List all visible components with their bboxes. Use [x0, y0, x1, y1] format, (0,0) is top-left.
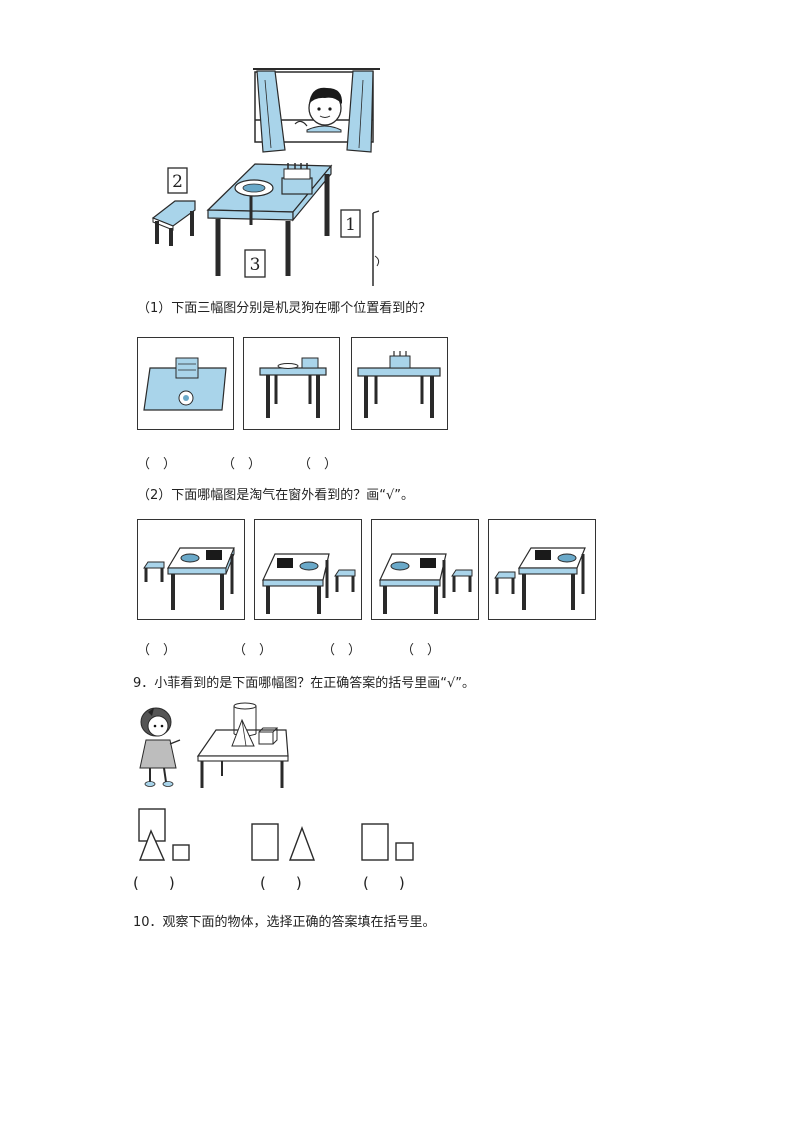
q9-option-c-image [360, 822, 418, 864]
q2-answer-c[interactable]: （ ） [322, 643, 362, 658]
q2-option-b-image [254, 519, 362, 620]
position-label-1: 1 [345, 215, 356, 235]
pyramid-icon [231, 718, 255, 747]
q9-scene-illustration [132, 700, 292, 792]
position-label-3: 3 [250, 255, 261, 275]
scene-illustration: 2 [135, 60, 395, 292]
stool-icon [151, 200, 196, 246]
q2-answer-b[interactable]: （ ） [233, 643, 273, 658]
q1-answer-b[interactable]: （ ） [222, 457, 262, 472]
question-9-text: 9．小菲看到的是下面哪幅图？在正确答案的括号里画“√”。 [133, 676, 476, 691]
question-1-text: （1）下面三幅图分别是机灵狗在哪个位置看到的？ [137, 301, 432, 316]
q9-option-a-image [137, 807, 193, 863]
q2-option-c-image [371, 519, 479, 620]
q1-answer-a[interactable]: （ ） [137, 457, 177, 472]
q1-option-b-image [243, 337, 340, 430]
q2-answer-d[interactable]: （ ） [401, 643, 441, 658]
q9-option-b-image [250, 822, 320, 864]
cake-icon [281, 163, 313, 195]
q9-answer-c[interactable]: ( ) [363, 874, 405, 892]
question-2-text: （2）下面哪幅图是淘气在窗外看到的？画“√”。 [137, 488, 415, 503]
q9-answer-b[interactable]: ( ) [260, 874, 302, 892]
cube-icon [258, 727, 279, 745]
question-10-text: 10．观察下面的物体，选择正确的答案填在括号里。 [133, 915, 436, 930]
q1-answer-c[interactable]: （ ） [298, 457, 338, 472]
q1-option-a-image [137, 337, 234, 430]
q9-answer-a[interactable]: ( ) [133, 874, 175, 892]
q2-option-a-image [137, 519, 245, 620]
q2-option-d-image [488, 519, 596, 620]
boy-icon [294, 87, 343, 133]
q2-answer-a[interactable]: （ ） [137, 643, 177, 658]
q1-option-c-image [351, 337, 448, 430]
position-label-2: 2 [172, 172, 183, 192]
girl-icon [139, 707, 181, 787]
